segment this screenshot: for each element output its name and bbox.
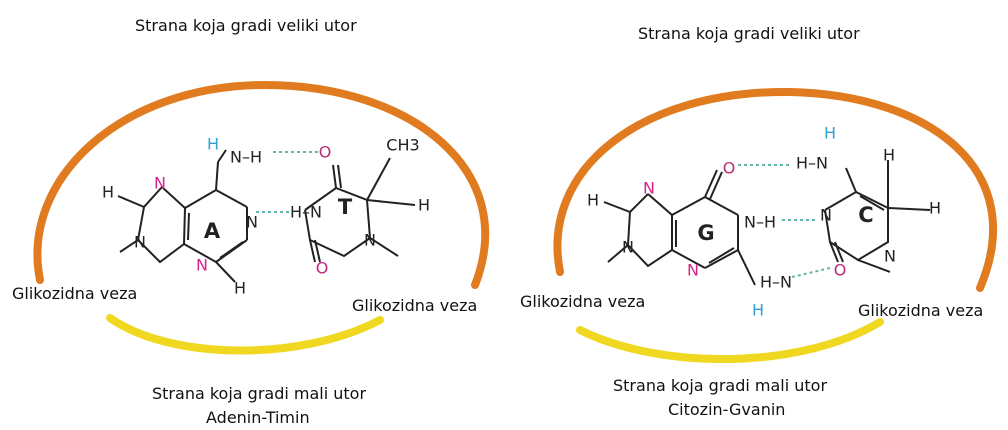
imino-group-t: H–N (290, 203, 322, 222)
major-groove-label-right: Strana koja gradi veliki utor (638, 24, 860, 43)
hydrogen-bonds-at (256, 151, 318, 213)
pair-name-left: Adenin-Timin (206, 408, 310, 427)
nitrogen-a-7: N (154, 174, 166, 193)
minor-groove-label-right: Strana koja gradi mali utor (613, 376, 828, 395)
nitrogen-c-3: N (820, 206, 832, 225)
glycosidic-bond-label-left-1: Glikozidna veza (12, 284, 138, 303)
adenine-structure (117, 149, 248, 283)
hydrogen-c-6: H (929, 199, 941, 218)
hydrogen-c-5: H (883, 146, 895, 165)
cytosine-letter: C (858, 203, 873, 227)
nitrogen-a-1: N (246, 213, 258, 232)
methyl-group: CH3 (386, 136, 419, 155)
amine-group-a: N–H (230, 148, 262, 167)
nitrogen-g-9: N (622, 238, 634, 257)
nitrogen-c-1: N (884, 247, 896, 266)
minor-groove-arc-left (106, 314, 384, 355)
polar-hydrogen-c-top: H (824, 124, 836, 143)
minor-groove-arc-right (576, 318, 884, 363)
major-groove-arc-left (33, 80, 490, 289)
adenine-letter: A (204, 219, 221, 243)
imino-group-g: N–H (744, 213, 776, 232)
polar-hydrogen-a: H (207, 135, 219, 154)
oxygen-g-6: O (723, 159, 736, 178)
amine-group-g: H–N (760, 273, 792, 292)
thymine-structure (304, 157, 416, 263)
glycosidic-bond-label-right-1: Glikozidna veza (520, 292, 646, 311)
oxygen-c-2: O (834, 261, 847, 280)
hydrogen-g-8: H (587, 191, 599, 210)
at-pair-panel: H N–H O CH3 N H N N N H H–N N H O A T (33, 80, 490, 355)
major-groove-label-left: Strana koja gradi veliki utor (135, 16, 357, 35)
glycosidic-bond-label-left-2: Glikozidna veza (352, 296, 478, 315)
pair-name-right: Citozin-Gvanin (668, 400, 786, 419)
hydrogen-t-6: H (418, 196, 430, 215)
oxygen-t-bottom: O (316, 259, 329, 278)
minor-groove-label-left: Strana koja gradi mali utor (152, 384, 367, 403)
thymine-letter: T (338, 195, 353, 219)
nitrogen-g-3: N (687, 261, 699, 280)
polar-hydrogen-g-bottom: H (752, 301, 764, 320)
nitrogen-a-9: N (134, 233, 146, 252)
glycosidic-bond-label-right-2: Glikozidna veza (858, 301, 984, 320)
hydrogen-bonds-gc (738, 164, 831, 278)
guanine-structure (603, 169, 756, 286)
amine-group-c: H–N (796, 154, 828, 173)
gc-pair-panel: O H H–N H N H N N–H N H N N H–N H O G C (553, 87, 997, 363)
nitrogen-a-3: N (196, 256, 208, 275)
guanine-letter: G (697, 221, 714, 245)
cytosine-structure (824, 160, 931, 273)
nitrogen-t-1: N (364, 231, 376, 250)
hydrogen-a-2: H (234, 279, 246, 298)
nitrogen-g-7: N (643, 179, 655, 198)
hydrogen-a-8: H (102, 183, 114, 202)
major-groove-arc-right (553, 87, 997, 292)
oxygen-t-top: O (319, 143, 332, 162)
